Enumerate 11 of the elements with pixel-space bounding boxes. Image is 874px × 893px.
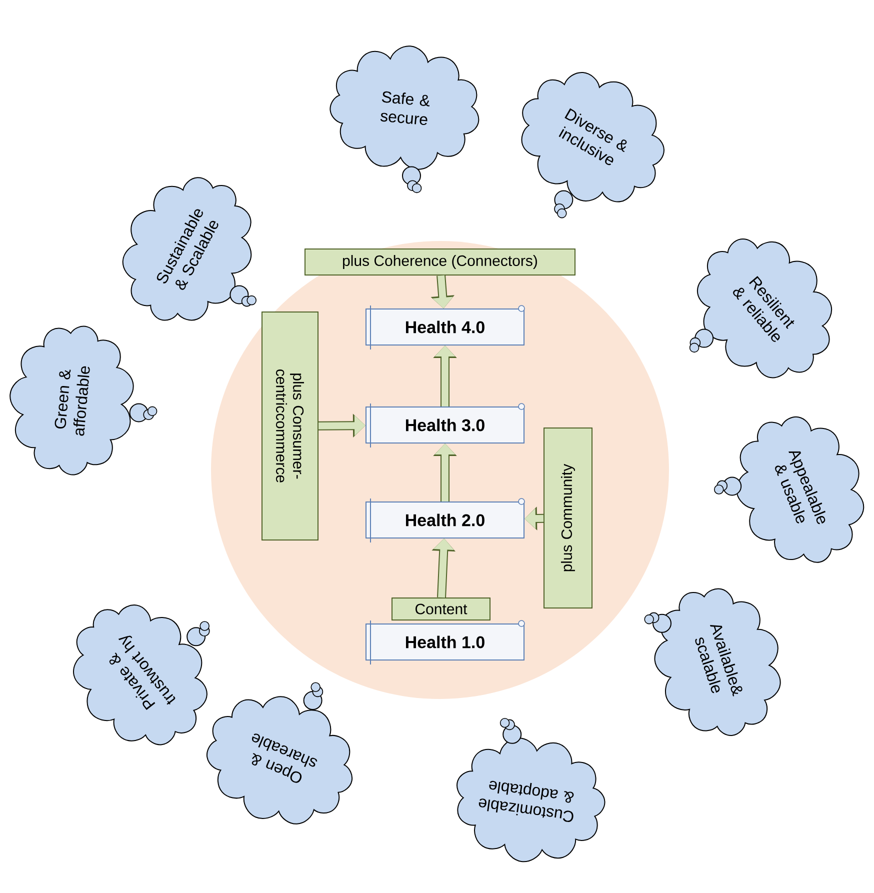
scroll-box: Health 4.0 (366, 305, 525, 350)
scroll-box: Health 2.0 (366, 498, 525, 543)
thought-cloud: Safe & secure (330, 46, 480, 194)
thought-cloud: Customizable & adoptable (456, 718, 606, 862)
scroll-box: Health 3.0 (366, 403, 525, 448)
label-box: plus Coherence (Connectors) (304, 248, 576, 276)
scroll-box: Health 1.0 (366, 620, 525, 665)
label-box: plus Consumer- centriccommerce (262, 312, 318, 540)
label-box: Content (392, 598, 490, 620)
label-box: plus Community (544, 428, 592, 608)
thought-cloud: Green & affordable (10, 326, 158, 476)
